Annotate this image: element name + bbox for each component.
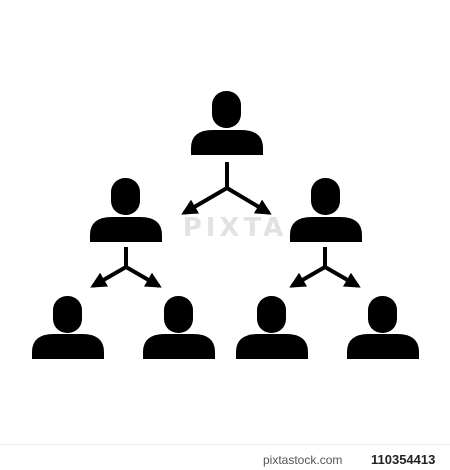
person-icon-mid-right xyxy=(290,178,362,242)
person-icon-bottom-4 xyxy=(347,296,419,359)
person-icon-bottom-2 xyxy=(143,296,215,359)
person-icon-bottom-1 xyxy=(32,296,104,359)
footer-bar: pixtastock.com 110354413 xyxy=(0,444,450,470)
connector-mid-right xyxy=(289,247,361,288)
connector-mid-left xyxy=(90,247,162,288)
person-icon-mid-left xyxy=(90,178,162,242)
org-hierarchy-diagram xyxy=(32,91,419,359)
footer-image-id: 110354413 xyxy=(371,452,436,467)
footer-brand: pixtastock.com xyxy=(263,453,343,467)
person-icon-top xyxy=(191,91,263,155)
connector-top xyxy=(181,162,272,215)
person-icon-bottom-3 xyxy=(236,296,308,359)
